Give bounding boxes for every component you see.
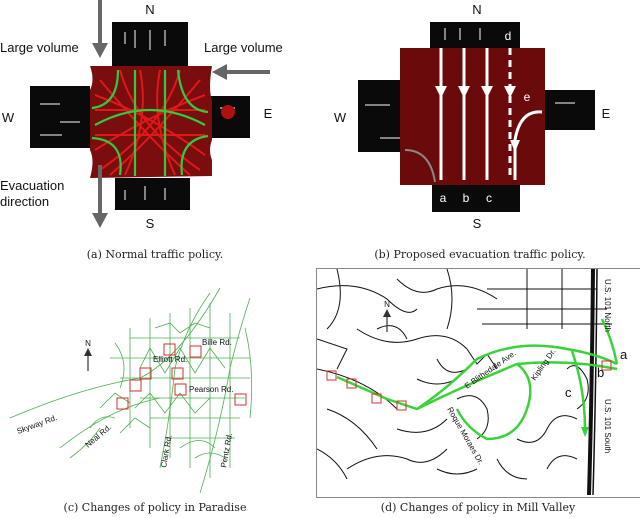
west-label: W (334, 110, 347, 125)
route-label-c: c (565, 385, 572, 400)
large-volume-left-label: Large volume (0, 40, 79, 55)
panel-a-normal-policy: N S W E Large volume Large volume Evacua… (0, 0, 310, 230)
route-arrowhead (581, 427, 589, 437)
south-label: S (473, 216, 482, 230)
intersection (400, 48, 545, 185)
route-label-a: a (620, 347, 628, 362)
intersection (90, 66, 212, 178)
south-road (432, 184, 520, 212)
north-label: N (145, 2, 154, 17)
west-label: W (2, 110, 15, 125)
road-label-pearson: Pearson Rd. (189, 385, 233, 394)
road-label-skyway: Skyway Rd. (16, 413, 59, 436)
caption-b: (b) Proposed evacuation traffic policy. (374, 248, 586, 261)
north-arrow: N (84, 339, 92, 371)
panel-d-mill-valley-map: N E Blithedale Ave. Kipling Dr. Roque Mo… (316, 268, 640, 498)
us-101-highway (587, 269, 595, 495)
east-stop-marker (221, 105, 235, 119)
south-label: S (146, 216, 155, 230)
flow-arrows (92, 0, 270, 228)
north-arrow: N (383, 300, 391, 332)
road-label-clark: Clark Rd. (159, 434, 174, 468)
evacuation-label-line2: direction (0, 194, 49, 209)
north-arrow-label: N (384, 300, 390, 309)
panel-b-evacuation-policy: N S W E a b c d e (320, 0, 640, 230)
policy-intersections (326, 360, 612, 411)
panel-c-paradise-map: N Bille Rd. Elliott Rd. Pearson Rd. Skyw… (0, 268, 310, 498)
large-volume-right-label: Large volume (204, 40, 283, 55)
normal-paths (91, 69, 209, 176)
policy-intersections (116, 343, 247, 410)
lane-a-label: a (440, 191, 447, 205)
road-label-us101-south: U.S. 101 South (603, 399, 612, 453)
east-label: E (264, 106, 273, 121)
east-road (545, 90, 595, 130)
caption-a: (a) Normal traffic policy. (86, 248, 224, 261)
evacuation-label-line1: Evacuation (0, 178, 64, 193)
lane-c-label: c (486, 191, 492, 205)
route-label-b: b (597, 365, 604, 380)
east-label: E (602, 106, 611, 121)
lane-d-label: d (505, 29, 512, 43)
evacuation-route (336, 318, 619, 441)
west-road (30, 86, 90, 148)
lane-arrows (435, 48, 543, 180)
caption-d: (d) Changes of policy in Mill Valley (380, 501, 576, 514)
lane-e-label: e (524, 90, 531, 104)
lane-b-label: b (463, 191, 470, 205)
caption-c: (c) Changes of policy in Paradise (63, 501, 247, 514)
west-turn-path (404, 149, 436, 183)
us-101-highway-inner (592, 269, 598, 495)
road-label-kipling: Kipling Dr. (529, 347, 557, 382)
lane-markings (365, 28, 575, 139)
street-network (317, 269, 612, 480)
road-label-us101-north: U.S. 101 North (603, 279, 612, 332)
west-road (358, 80, 408, 152)
north-arrow-label: N (85, 339, 91, 348)
north-label: N (472, 2, 481, 17)
road-label-neal: Neal Rd. (84, 423, 114, 450)
road-label-bille: Bille Rd. (202, 338, 232, 347)
road-label-elliott: Elliott Rd. (153, 355, 187, 364)
south-road (115, 178, 190, 210)
